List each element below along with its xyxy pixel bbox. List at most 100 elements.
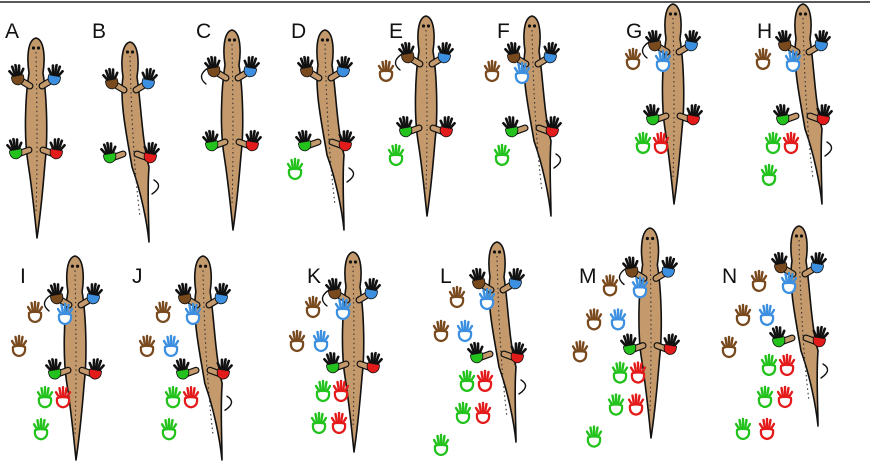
foot-toe <box>295 135 302 143</box>
foot-toe <box>387 148 394 157</box>
foot-toe <box>494 64 501 73</box>
foot-toe <box>476 374 483 383</box>
footprint <box>513 61 531 85</box>
front-right-foot <box>47 63 64 86</box>
foot-toe <box>288 334 295 343</box>
foot-toe <box>332 384 339 393</box>
hind-right-foot <box>439 115 456 138</box>
foot-toe <box>767 418 772 431</box>
foot-toe <box>478 402 483 415</box>
foot-toe <box>628 256 633 269</box>
foot-toe <box>184 283 188 295</box>
spine-dots <box>352 265 355 428</box>
foot-toe <box>793 50 798 63</box>
foot-toe <box>47 67 53 76</box>
foot-toe <box>249 55 254 69</box>
foot-toe <box>822 331 829 339</box>
foot-toe <box>344 57 351 69</box>
foot-toe <box>6 143 13 151</box>
foot-toe <box>547 42 551 54</box>
foot-toe <box>605 275 610 287</box>
foot-toe <box>57 69 64 77</box>
foot-toe <box>173 364 180 372</box>
foot-toe <box>407 119 413 128</box>
foot-toe <box>820 257 827 265</box>
foot-toe <box>633 259 639 269</box>
foot-toe <box>764 164 769 177</box>
footprint <box>654 49 672 73</box>
foot-toe <box>65 391 72 399</box>
footprint <box>387 143 405 167</box>
front-right-foot <box>437 41 454 64</box>
foot-toe <box>818 325 823 339</box>
foot-toe <box>478 345 484 354</box>
foot-toe <box>26 305 33 314</box>
foot-toe <box>694 105 701 117</box>
foot-toe <box>166 335 171 348</box>
foot-toe <box>658 50 663 63</box>
foot-toe <box>213 133 219 142</box>
foot-toe <box>310 416 317 425</box>
foot-toe <box>226 364 233 372</box>
foot-toe <box>762 304 767 317</box>
foot-toe <box>346 131 353 143</box>
foot-toe <box>758 422 765 431</box>
foot-toe <box>327 279 334 291</box>
foot-toe <box>651 29 656 43</box>
footprint <box>377 59 395 83</box>
foot-toe <box>522 62 527 75</box>
footprint <box>629 361 647 384</box>
foot-toe <box>474 406 481 415</box>
foot-toe <box>471 269 478 281</box>
foot-toe <box>51 64 55 76</box>
foot-toe <box>671 335 678 347</box>
foot-toe <box>549 41 554 55</box>
foot-toe <box>612 279 619 287</box>
foot-toe <box>545 119 551 128</box>
foot-toe <box>654 30 658 42</box>
foot-toe <box>195 307 202 316</box>
foot-toe <box>760 168 767 177</box>
eye-left <box>31 46 36 50</box>
foot-toe <box>181 282 186 296</box>
foot-toe <box>388 64 395 73</box>
foot-toe <box>684 33 690 42</box>
foot-toe <box>312 334 319 343</box>
eye-right <box>203 264 208 268</box>
foot-toe <box>820 29 825 43</box>
foot-toe <box>331 277 336 291</box>
foot-toe <box>43 423 50 431</box>
foot-toe <box>516 269 523 281</box>
foot-toe <box>323 357 330 365</box>
footprint <box>476 369 494 393</box>
foot-toe <box>151 73 158 81</box>
foot-toe <box>149 141 154 155</box>
foot-toe <box>624 257 631 270</box>
hind-left-foot <box>45 358 62 380</box>
foot-toe <box>734 422 741 431</box>
foot-toe <box>640 277 645 289</box>
foot-toe <box>764 136 771 145</box>
hind-left-foot <box>643 103 660 126</box>
foot-toe <box>213 56 217 68</box>
foot-toe <box>218 283 222 295</box>
foot-toe <box>820 327 827 339</box>
foot-toe <box>759 270 764 283</box>
foot-toe <box>518 343 525 355</box>
foot-toe <box>35 301 40 314</box>
foot-toe <box>517 62 522 75</box>
spine-dots <box>798 239 810 402</box>
hind-right-foot <box>510 341 527 364</box>
foot-toe <box>665 54 672 63</box>
foot-toe <box>551 115 556 129</box>
front-right-foot <box>243 55 260 78</box>
foot-toe <box>594 426 599 438</box>
foot-toe <box>773 109 780 117</box>
foot-toe <box>308 59 314 68</box>
foot-toe <box>502 121 509 129</box>
front-left-foot <box>775 29 792 52</box>
foot-toe <box>153 147 160 155</box>
foot-toe <box>65 303 70 316</box>
foot-toe <box>376 357 383 365</box>
panel-i: I <box>10 255 105 461</box>
